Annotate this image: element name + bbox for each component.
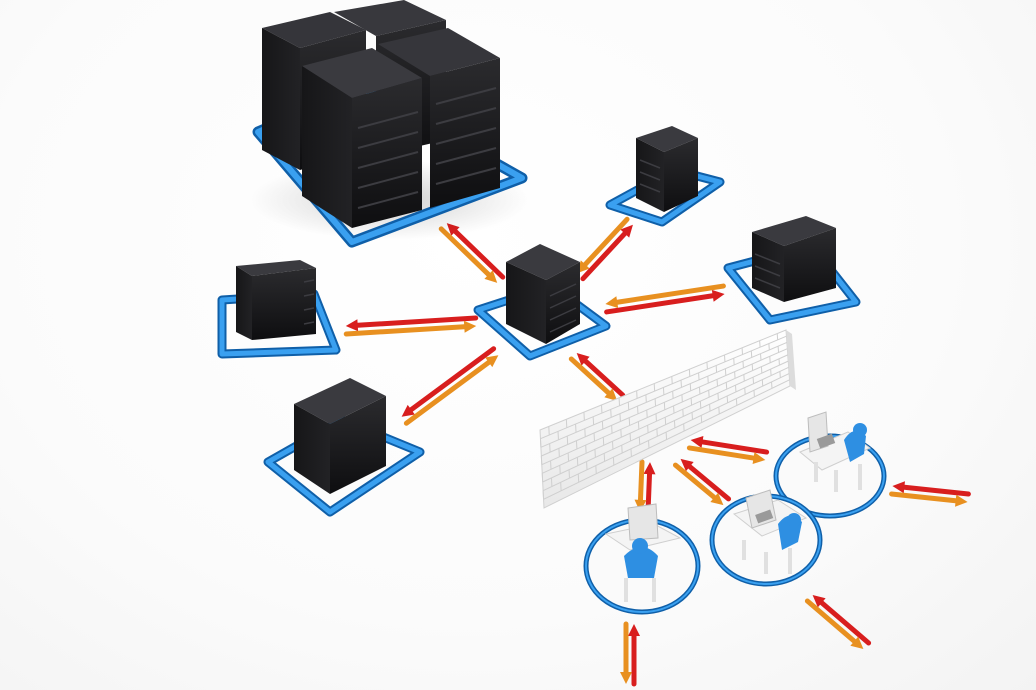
server-tower-left — [217, 260, 341, 359]
server-tower-center — [473, 244, 611, 361]
arrow-center-to-top-right-out — [580, 224, 633, 282]
workstation-user-left — [583, 503, 701, 615]
server-tower-right — [723, 216, 861, 325]
wall-mortar-row — [542, 373, 790, 492]
wall-mortar-row — [541, 348, 788, 457]
server-tower-top-right — [605, 126, 725, 227]
arrow-external-to-ws-right-in — [889, 491, 968, 507]
arrow-external-to-ws-right-out — [892, 481, 971, 497]
arrow-center-to-cluster-in — [438, 226, 498, 283]
arrow-ws-right-to-wall-out — [690, 435, 770, 455]
workstation-user-right — [773, 411, 887, 519]
arrow-ws-right-to-wall-in — [686, 445, 766, 465]
arrow-external-to-ws-left-in — [620, 621, 632, 684]
arrow-center-to-left-out — [345, 315, 479, 332]
wall-mortar-row — [542, 366, 789, 483]
arrow-wall-to-center-out — [576, 353, 626, 398]
arrow-center-to-left-in — [343, 320, 477, 337]
workstation-user-middle — [709, 489, 823, 587]
arrow-center-to-top-right-in — [577, 216, 630, 274]
arrow-ws-middle-to-wall-out — [680, 458, 732, 502]
arrow-ws-middle-to-wall-in — [672, 462, 724, 506]
server-tower-bottom-left — [263, 378, 425, 517]
server-cluster-icon — [250, 0, 530, 248]
arrow-external-to-ws-left-out — [628, 624, 640, 687]
arrow-wall-to-center-in — [568, 356, 618, 401]
arrow-center-to-bottom-left-out — [401, 346, 497, 417]
arrow-external-to-ws-middle-out — [812, 594, 872, 646]
arrow-center-to-right-in — [605, 283, 726, 309]
arrow-external-to-ws-middle-in — [804, 598, 864, 650]
arrow-center-to-bottom-left-in — [403, 355, 499, 426]
arrow-ws-left-to-wall-in — [634, 459, 647, 512]
wall-mortar-row — [540, 341, 788, 448]
firewall-brick-wall-icon — [539, 329, 796, 509]
arrows-layer — [343, 216, 971, 687]
arrow-center-to-right-out — [604, 289, 725, 315]
